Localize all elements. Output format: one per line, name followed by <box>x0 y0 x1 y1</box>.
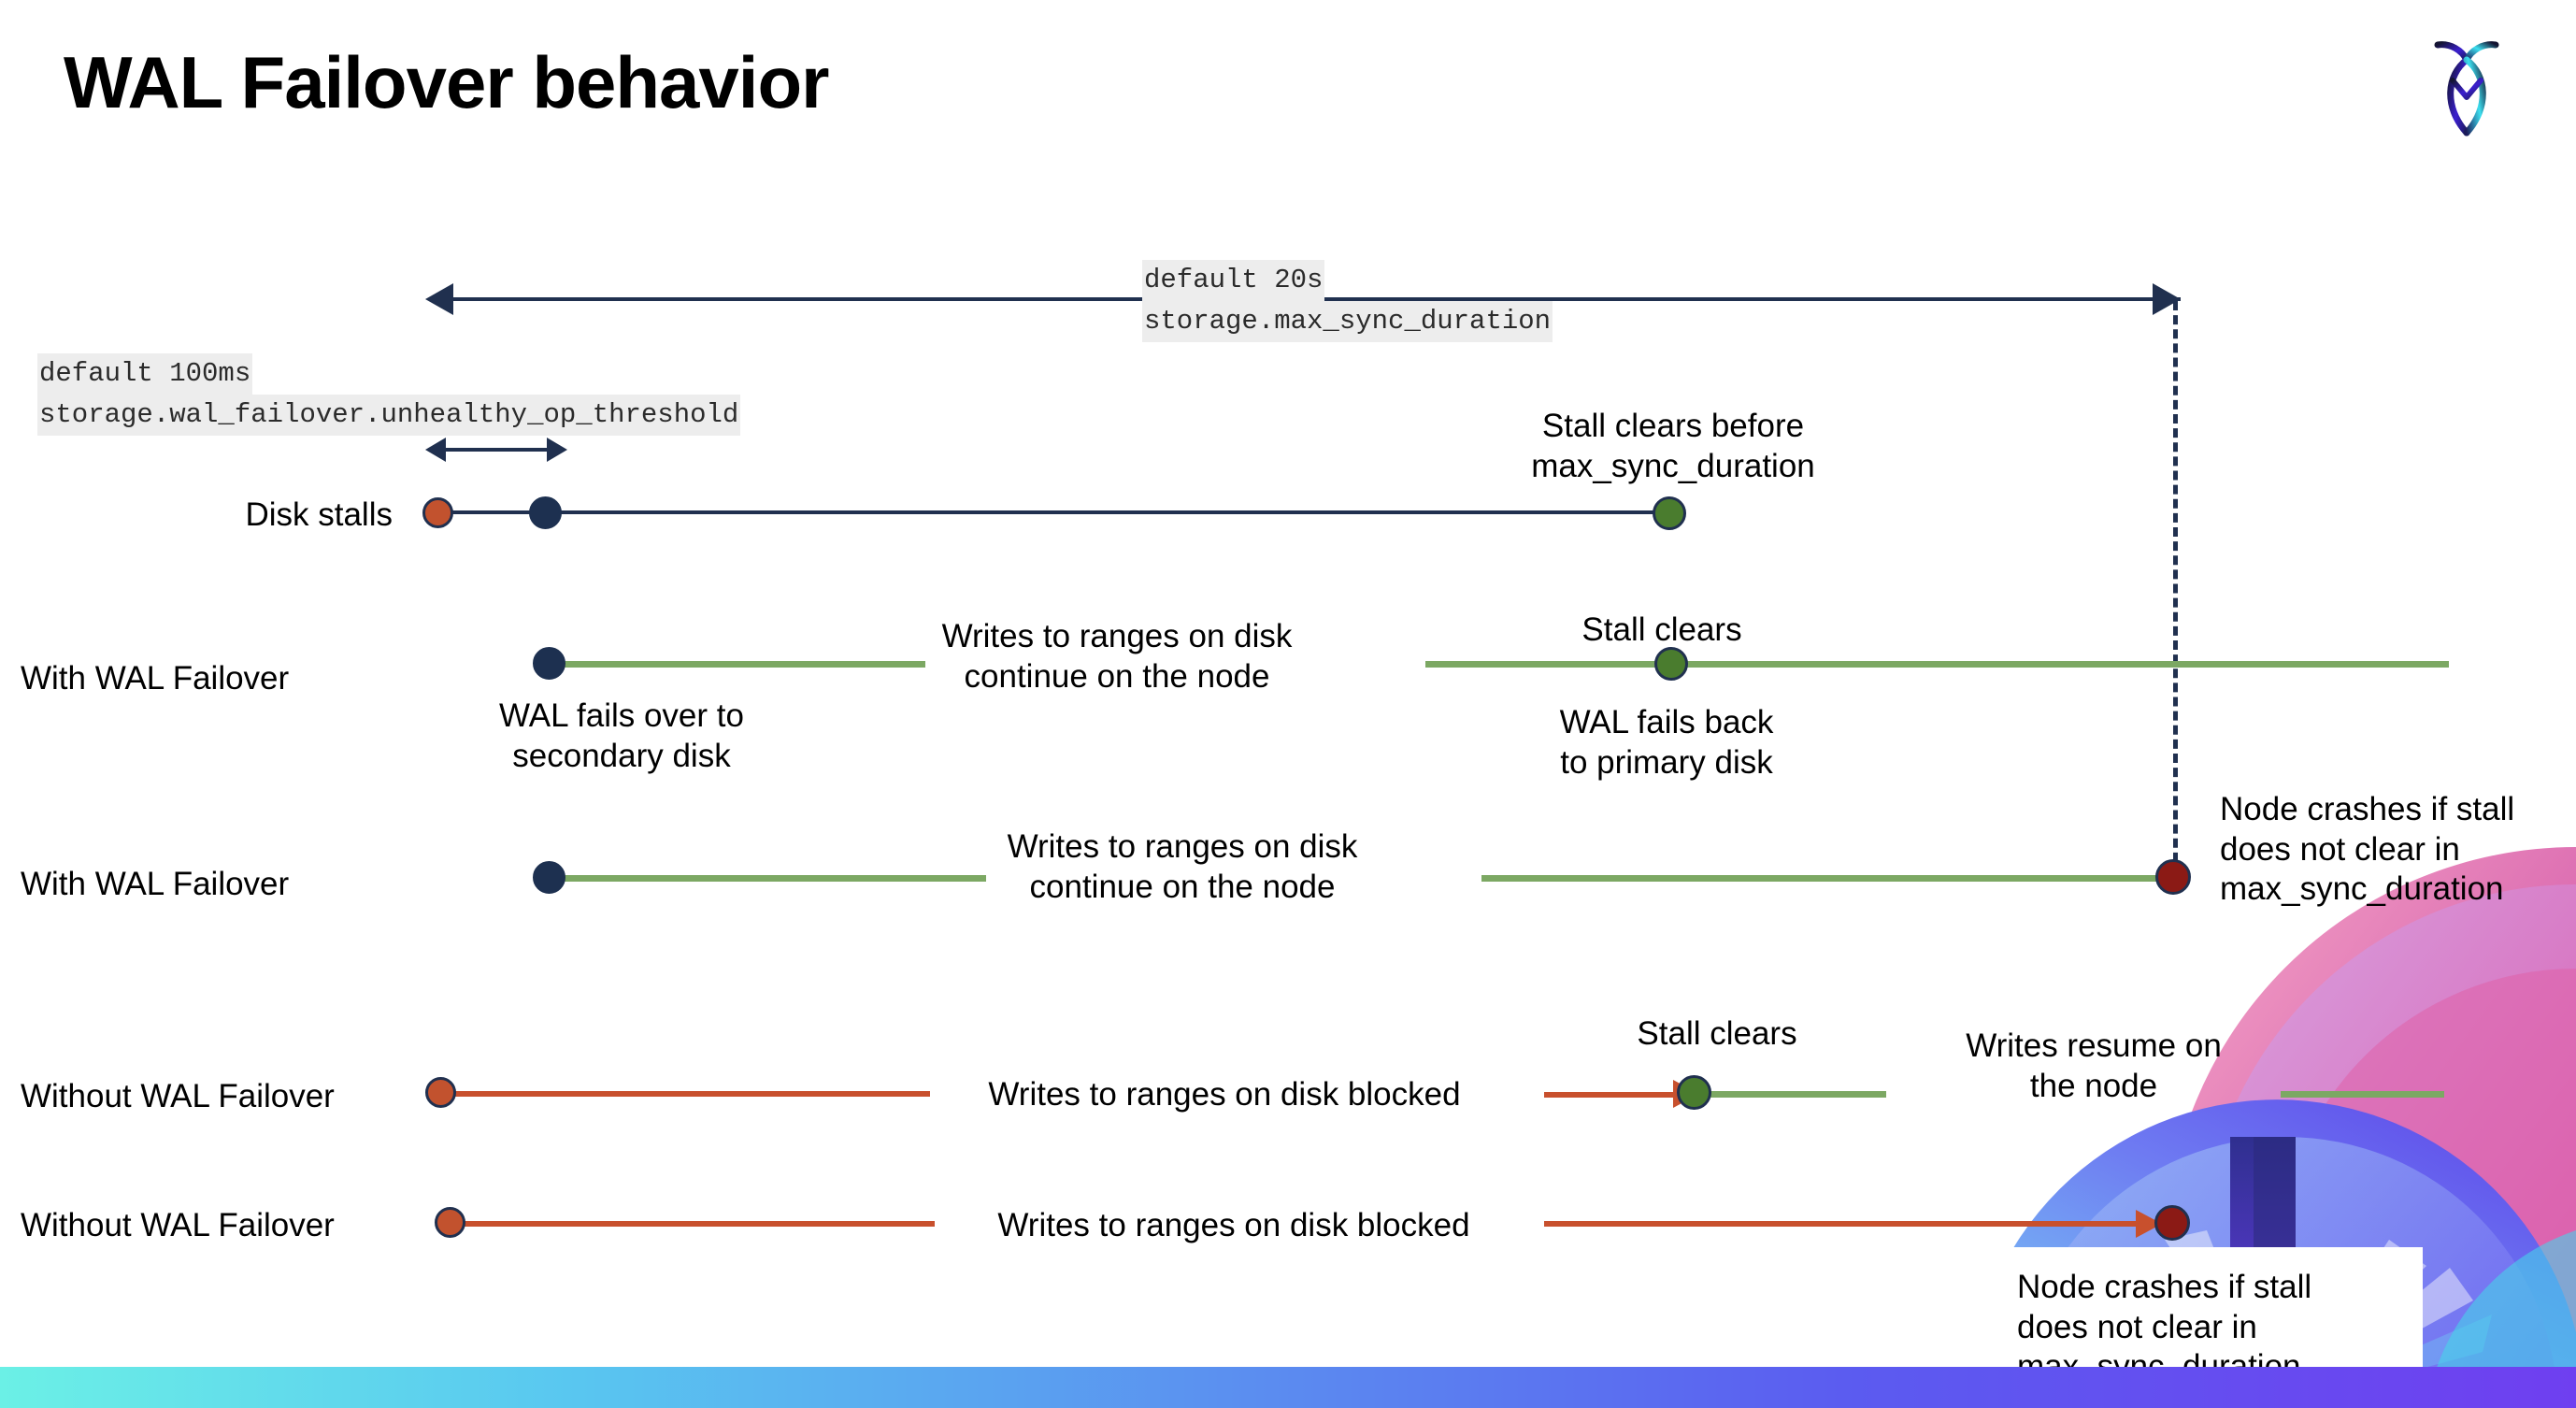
row-label-with-wal-failover-2: With WAL Failover <box>21 866 290 902</box>
row-label-disk-stalls: Disk stalls <box>245 496 393 533</box>
without-failover-2-note-writes-blocked: Writes to ranges on disk blocked <box>997 1207 1470 1243</box>
disk-stalls-stall-clears-marker <box>1653 496 1686 530</box>
disk-stalls-stall-clears-note: Stall clears before max_sync_duration <box>1531 408 1815 484</box>
row-label-without-wal-failover-2: Without WAL Failover <box>21 1207 335 1243</box>
with-failover-2-note-writes-continue: Writes to ranges on disk continue on the… <box>1007 828 1358 905</box>
page-title: WAL Failover behavior <box>64 41 829 123</box>
with-failover-2-node-crash-marker <box>2155 859 2191 895</box>
without-failover-2-node-crash-marker <box>2154 1205 2190 1241</box>
bottom-gradient-bar <box>0 1367 2576 1408</box>
unhealthy-threshold-setting-chip: storage.wal_failover.unhealthy_op_thresh… <box>37 395 741 436</box>
without-failover-1-timeline-segment-d <box>2281 1091 2444 1098</box>
without-failover-1-note-writes-resume: Writes resume on the node <box>1966 1027 2222 1104</box>
with-failover-1-note-writes-continue: Writes to ranges on disk continue on the… <box>941 618 1293 695</box>
with-failover-2-failover-marker <box>533 861 565 894</box>
row-label-with-wal-failover-1: With WAL Failover <box>21 660 290 697</box>
with-failover-1-note-stall-clears: Stall clears <box>1581 611 1742 648</box>
without-failover-2-timeline-segment-a <box>449 1221 935 1227</box>
unhealthy-threshold-arrow-left-head <box>425 438 446 462</box>
without-failover-2-stall-start-marker <box>435 1207 465 1238</box>
cockroachdb-logo-icon <box>2415 28 2518 159</box>
without-failover-1-timeline-segment-b <box>1544 1092 1684 1098</box>
disk-stalls-stall-start-marker <box>422 497 453 528</box>
max-sync-dropline <box>2173 301 2178 876</box>
with-failover-2-note-node-crashes: Node crashes if stall does not clear in … <box>2220 791 2515 908</box>
with-failover-1-note-fail-back: WAL fails back to primary disk <box>1559 704 1774 781</box>
with-failover-1-timeline-segment-b <box>1425 661 2449 668</box>
with-failover-1-failover-marker <box>533 647 565 680</box>
without-failover-1-stall-start-marker <box>425 1077 456 1108</box>
max-sync-default-chip: default 20s <box>1142 260 1325 301</box>
without-failover-1-note-writes-blocked: Writes to ranges on disk blocked <box>988 1076 1461 1113</box>
without-failover-1-timeline-segment-a <box>439 1091 930 1097</box>
max-sync-setting-chip: storage.max_sync_duration <box>1142 301 1553 342</box>
max-sync-arrow-left-head <box>425 283 453 315</box>
unhealthy-threshold-span-line <box>444 448 551 452</box>
without-failover-1-note-stall-clears: Stall clears <box>1637 1015 1797 1052</box>
with-failover-2-timeline-segment-a <box>551 875 986 882</box>
without-failover-1-timeline-segment-c <box>1709 1091 1886 1098</box>
with-failover-1-stall-clears-marker <box>1654 647 1688 681</box>
without-failover-2-timeline-segment-b <box>1544 1221 2147 1227</box>
disk-stalls-timeline <box>436 510 1679 514</box>
with-failover-1-timeline-segment-a <box>551 661 925 668</box>
with-failover-2-timeline-segment-b <box>1481 875 2173 882</box>
row-label-without-wal-failover-1: Without WAL Failover <box>21 1078 335 1114</box>
unhealthy-threshold-default-chip: default 100ms <box>37 353 253 395</box>
disk-stalls-failover-threshold-marker <box>529 496 562 529</box>
unhealthy-threshold-arrow-right-head <box>547 438 567 462</box>
without-failover-1-stall-clears-marker <box>1677 1075 1711 1110</box>
with-failover-1-note-failover: WAL fails over to secondary disk <box>499 697 744 774</box>
